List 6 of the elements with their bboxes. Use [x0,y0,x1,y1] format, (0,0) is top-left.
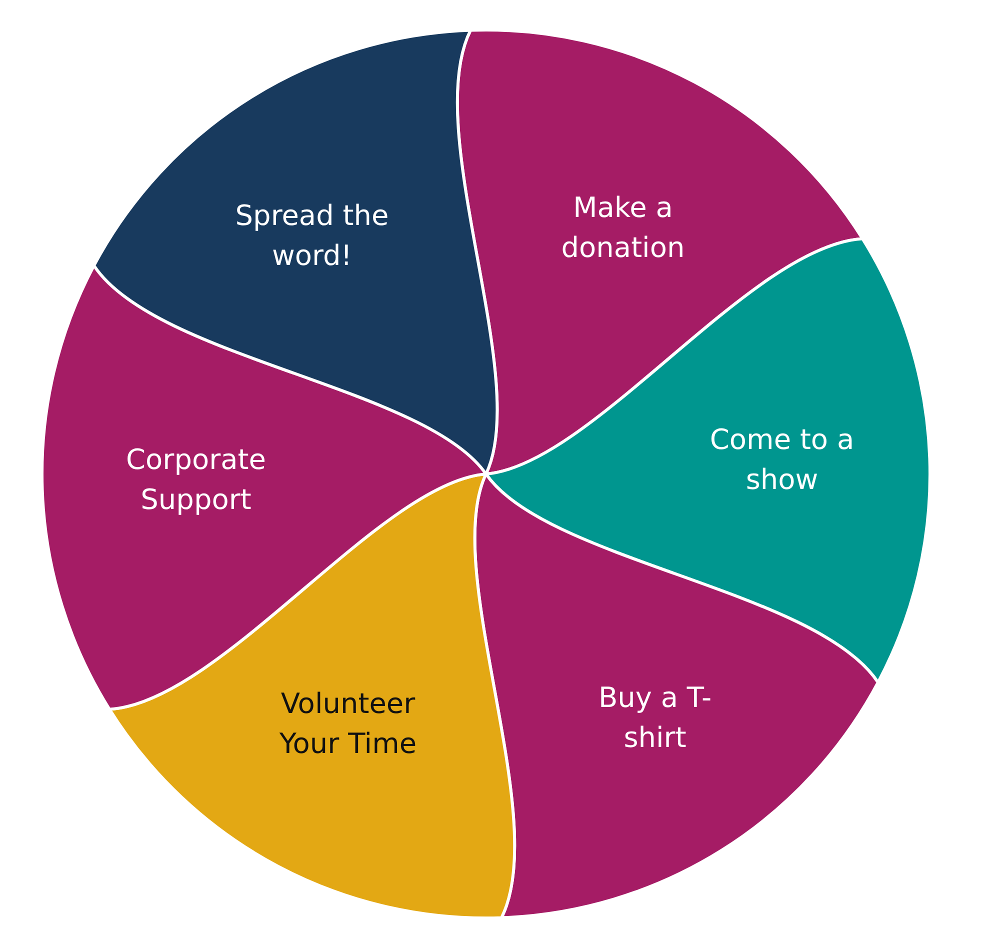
segment-label: Make a donation [560,190,686,266]
segment-label: Corporate Support [125,442,267,518]
segment-label: Spread the word! [234,198,390,274]
segment-label: Buy a T-shirt [597,680,713,756]
segment-label: Come to a show [708,422,856,498]
segment-label: Volunteer Your Time [278,686,418,762]
